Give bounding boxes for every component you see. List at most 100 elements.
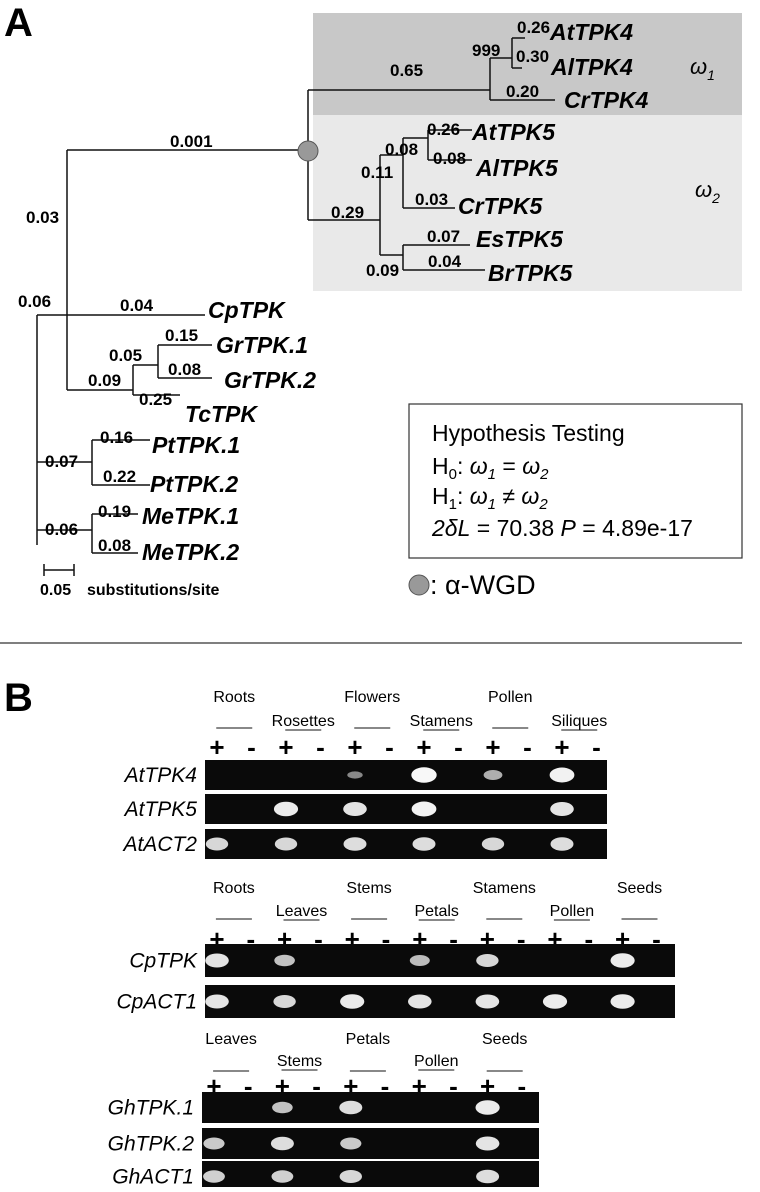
gene-label: GhACT1 bbox=[112, 1166, 194, 1188]
lane-marker-minus: - bbox=[385, 732, 394, 762]
lane-marker-minus: - bbox=[454, 732, 463, 762]
gel-strip bbox=[205, 794, 607, 824]
gel-band bbox=[476, 954, 499, 967]
gel-band bbox=[476, 1169, 500, 1184]
lane-marker-minus: - bbox=[449, 1071, 458, 1101]
taxon-labels: AtTPK4 AlTPK4 CrTPK4 AtTPK5 AlTPK5 CrTPK… bbox=[142, 19, 649, 565]
tissue-label: Stamens bbox=[473, 880, 536, 897]
taxon-label: CrTPK4 bbox=[564, 87, 649, 113]
branch-label: 0.07 bbox=[427, 227, 460, 246]
tree-branches bbox=[36, 37, 555, 554]
branch-label: 0.06 bbox=[18, 292, 51, 311]
taxon-label: PtTPK.2 bbox=[150, 471, 238, 497]
gel-band bbox=[412, 837, 436, 851]
gel-band bbox=[411, 801, 437, 817]
branch-label: 0.20 bbox=[506, 82, 539, 101]
gel-band bbox=[203, 1170, 225, 1183]
tissue-label: Leaves bbox=[276, 903, 328, 920]
branch-label: 0.08 bbox=[433, 149, 466, 168]
gel-band bbox=[205, 837, 229, 851]
branch-label: 0.19 bbox=[98, 502, 131, 521]
gel-band bbox=[475, 1100, 500, 1115]
tissue-label: Pollen bbox=[550, 903, 594, 920]
gene-label: CpACT1 bbox=[116, 991, 197, 1014]
gene-label: GhTPK.1 bbox=[108, 1097, 194, 1120]
taxon-label: BrTPK5 bbox=[488, 260, 574, 286]
gel-band bbox=[340, 994, 365, 1009]
branch-label: 0.08 bbox=[168, 360, 201, 379]
taxon-label: TcTPK bbox=[185, 401, 258, 427]
branch-label: 0.03 bbox=[26, 208, 59, 227]
gel-strip bbox=[205, 829, 607, 859]
gel-band bbox=[270, 1136, 294, 1151]
branch-label: 0.29 bbox=[331, 203, 364, 222]
gene-label: AtACT2 bbox=[121, 833, 197, 856]
gel-section: RootsLeavesStemsPetalsStamensPollenSeeds… bbox=[116, 880, 675, 1018]
tissue-label: Leaves bbox=[205, 1031, 257, 1048]
lane-marker-minus: - bbox=[381, 1071, 390, 1101]
gene-label: AtTPK4 bbox=[123, 764, 197, 787]
hypothesis-title: Hypothesis Testing bbox=[432, 420, 625, 446]
test-statistic: 2δL = 70.38 P = 4.89e-17 bbox=[431, 515, 693, 541]
taxon-label: PtTPK.1 bbox=[152, 432, 240, 458]
tissue-label: Seeds bbox=[617, 880, 662, 897]
branch-label: 0.001 bbox=[170, 132, 213, 151]
branch-labels: 0.26 999 0.30 0.65 0.20 0.26 0.08 0.08 0… bbox=[18, 18, 550, 555]
taxon-label: AlTPK5 bbox=[475, 155, 559, 181]
branch-label: 0.65 bbox=[390, 61, 423, 80]
gene-label: CpTPK bbox=[129, 950, 198, 973]
hypothesis-box: Hypothesis Testing H0: ω1 = ω2 H1: ω1 ≠ … bbox=[408, 403, 743, 559]
gel-section: RootsRosettesFlowersStamensPollenSilique… bbox=[121, 689, 607, 859]
tissue-label: Roots bbox=[213, 880, 255, 897]
gel-band bbox=[272, 1101, 293, 1114]
branch-label: 0.26 bbox=[517, 18, 550, 37]
tpk4-clade-shading bbox=[313, 13, 742, 115]
gel-band bbox=[610, 994, 635, 1009]
branch-label: 0.15 bbox=[165, 326, 198, 345]
tissue-label: Roots bbox=[213, 689, 255, 706]
taxon-label: AtTPK4 bbox=[549, 19, 633, 45]
gel-band bbox=[205, 953, 229, 968]
lane-marker-minus: - bbox=[316, 732, 325, 762]
null-hypothesis: H0: ω1 = ω2 bbox=[432, 453, 549, 483]
gel-band bbox=[203, 1137, 225, 1150]
branch-label: 0.04 bbox=[120, 296, 154, 315]
taxon-label: CrTPK5 bbox=[458, 193, 544, 219]
taxon-label: CpTPK bbox=[208, 297, 286, 323]
branch-label: 0.06 bbox=[45, 520, 78, 539]
taxon-label: MeTPK.1 bbox=[142, 503, 239, 529]
scale-bar: 0.05 substitutions/site bbox=[40, 564, 220, 599]
branch-label: 0.30 bbox=[516, 47, 549, 66]
gel-strip bbox=[205, 760, 607, 790]
omega1-label: ω1 bbox=[690, 54, 715, 83]
tpk5-clade-shading bbox=[313, 115, 742, 291]
lane-marker-minus: - bbox=[584, 924, 593, 954]
tissue-label: Seeds bbox=[482, 1031, 527, 1048]
gel-band bbox=[271, 1170, 294, 1183]
lane-marker-plus: + bbox=[416, 732, 431, 762]
lane-marker-plus: + bbox=[209, 732, 224, 762]
taxon-label: GrTPK.1 bbox=[216, 332, 308, 358]
tissue-label: Stems bbox=[346, 880, 391, 897]
branch-label: 0.03 bbox=[415, 190, 448, 209]
branch-label: 0.05 bbox=[109, 346, 142, 365]
gel-band bbox=[549, 767, 575, 783]
tissue-label: Stamens bbox=[410, 713, 473, 730]
lane-marker-plus: + bbox=[347, 732, 362, 762]
gel-band bbox=[273, 801, 299, 817]
gel-band bbox=[343, 802, 367, 816]
gel-band bbox=[274, 837, 298, 851]
gene-label: AtTPK5 bbox=[123, 798, 198, 821]
gel-band bbox=[483, 770, 503, 780]
lane-marker-minus: - bbox=[523, 732, 532, 762]
lane-marker-minus: - bbox=[449, 924, 458, 954]
scale-bar-value: 0.05 bbox=[40, 582, 71, 599]
lane-marker-minus: - bbox=[382, 924, 391, 954]
branch-label: 0.16 bbox=[100, 428, 133, 447]
gel-band bbox=[205, 994, 229, 1009]
gel-band bbox=[340, 1137, 362, 1150]
tissue-label: Siliques bbox=[551, 713, 607, 730]
lane-marker-minus: - bbox=[652, 924, 661, 954]
panel-b-label: B bbox=[4, 676, 33, 720]
